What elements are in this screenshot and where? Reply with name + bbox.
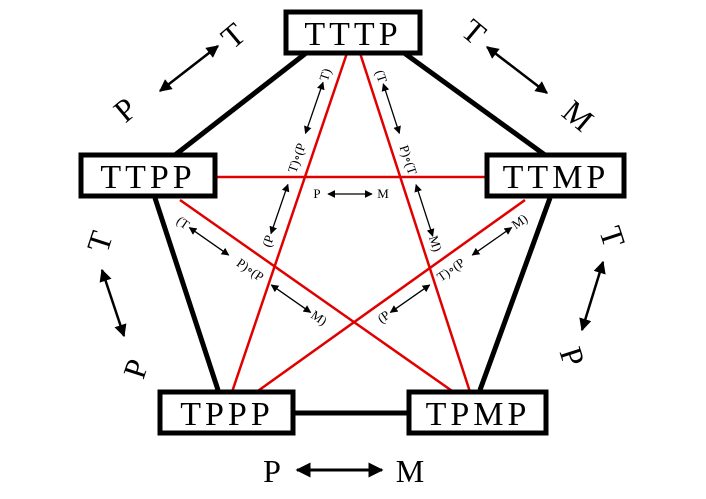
node-bottom-right: TPMP (406, 389, 549, 436)
outer-edges (152, 47, 553, 416)
inner-label-center-b: M (377, 186, 389, 201)
inner-label-upper-right-p3: M) (426, 234, 445, 254)
inner-arrow-lower-right-2 (471, 227, 513, 256)
edge-top-right (398, 47, 547, 158)
inner-label-lower-right-p3: M) (509, 211, 531, 232)
node-left: TTPP (78, 152, 218, 199)
inner-label-lower-right-p2: T)∘(P (434, 255, 467, 285)
inner-arrow-upper-right-1 (381, 83, 401, 135)
inner-label-lower-right-p1: (P (375, 307, 393, 326)
outer-arrow-top-left (159, 45, 219, 92)
outer-label-top-left-a: P (107, 90, 144, 129)
outer-label-bottom-b: M (396, 453, 424, 489)
inner-arrow-lower-left-2 (270, 284, 312, 313)
inner-label-center-a: P (313, 186, 320, 201)
node-bottom-right-label: TPMP (426, 396, 531, 433)
node-bottom-left: TPPP (157, 389, 296, 436)
outer-label-left-b: P (116, 355, 156, 383)
outer-label-top-right-b: M (556, 93, 601, 139)
inner-arrow-lower-right-1 (389, 284, 431, 313)
outer-arrow-top-right (486, 46, 548, 94)
outer-label-top-left-b: T (214, 15, 252, 55)
star-edge-right-bottomleft (254, 198, 526, 395)
outer-label-bottom-a: P (263, 453, 281, 489)
star-edge-top-bottomleft (230, 52, 349, 393)
node-left-label: TTPP (100, 159, 195, 196)
edge-top-left (173, 48, 312, 157)
inner-arrow-upper-left-2 (304, 81, 325, 135)
inner-label-upper-right-p1: (T (372, 68, 390, 84)
inner-label-lower-left-p2: P)∘(P (234, 255, 267, 284)
outer-label-left: T P (79, 226, 155, 382)
outer-label-right-a: T (592, 222, 632, 252)
inner-label-lower-left-p3: M) (308, 307, 330, 328)
node-right: TTMP (484, 152, 627, 199)
node-right-label: TTMP (503, 159, 610, 196)
inner-label-upper-left-p1: (P (259, 233, 277, 249)
outer-label-top-right: T M (455, 12, 601, 139)
inner-label-upper-left-p3: T) (316, 66, 334, 82)
inner-label-center: P M (313, 186, 389, 201)
inner-label-upper-right: (T P)∘(T M) (372, 68, 445, 253)
outer-label-bottom: P M (263, 453, 424, 489)
outer-label-left-a: T (79, 226, 119, 256)
inner-arrow-upper-right-2 (414, 183, 435, 237)
inner-label-lower-left: (T P)∘(P M) (174, 213, 330, 329)
inner-label-upper-right-p2: P)∘(T (397, 143, 421, 176)
outer-label-right: T P (553, 222, 633, 371)
star-edge-top-bottomright (358, 52, 472, 393)
outer-label-right-b: P (553, 343, 593, 371)
edge-right-bottomright (477, 197, 553, 391)
inner-label-upper-left: (P T)∘(P T) (259, 66, 334, 249)
outer-label-top-right-a: T (455, 12, 493, 52)
node-top-label: TTTP (304, 16, 401, 53)
inner-label-upper-left-p2: T)∘(P (285, 141, 309, 174)
nodes: TTTP TTPP TTMP TPPP TPMP (78, 9, 627, 436)
inner-label-lower-left-p1: (T (174, 213, 193, 232)
inner-arrow-lower-left-1 (188, 227, 230, 256)
outer-arrow-right (579, 260, 606, 332)
node-top: TTTP (283, 9, 423, 56)
inner-arrow-upper-left-1 (269, 183, 290, 235)
outer-arrow-left (99, 268, 127, 338)
node-bottom-left-label: TPPP (180, 396, 274, 433)
edge-left-bottomleft (152, 197, 221, 391)
